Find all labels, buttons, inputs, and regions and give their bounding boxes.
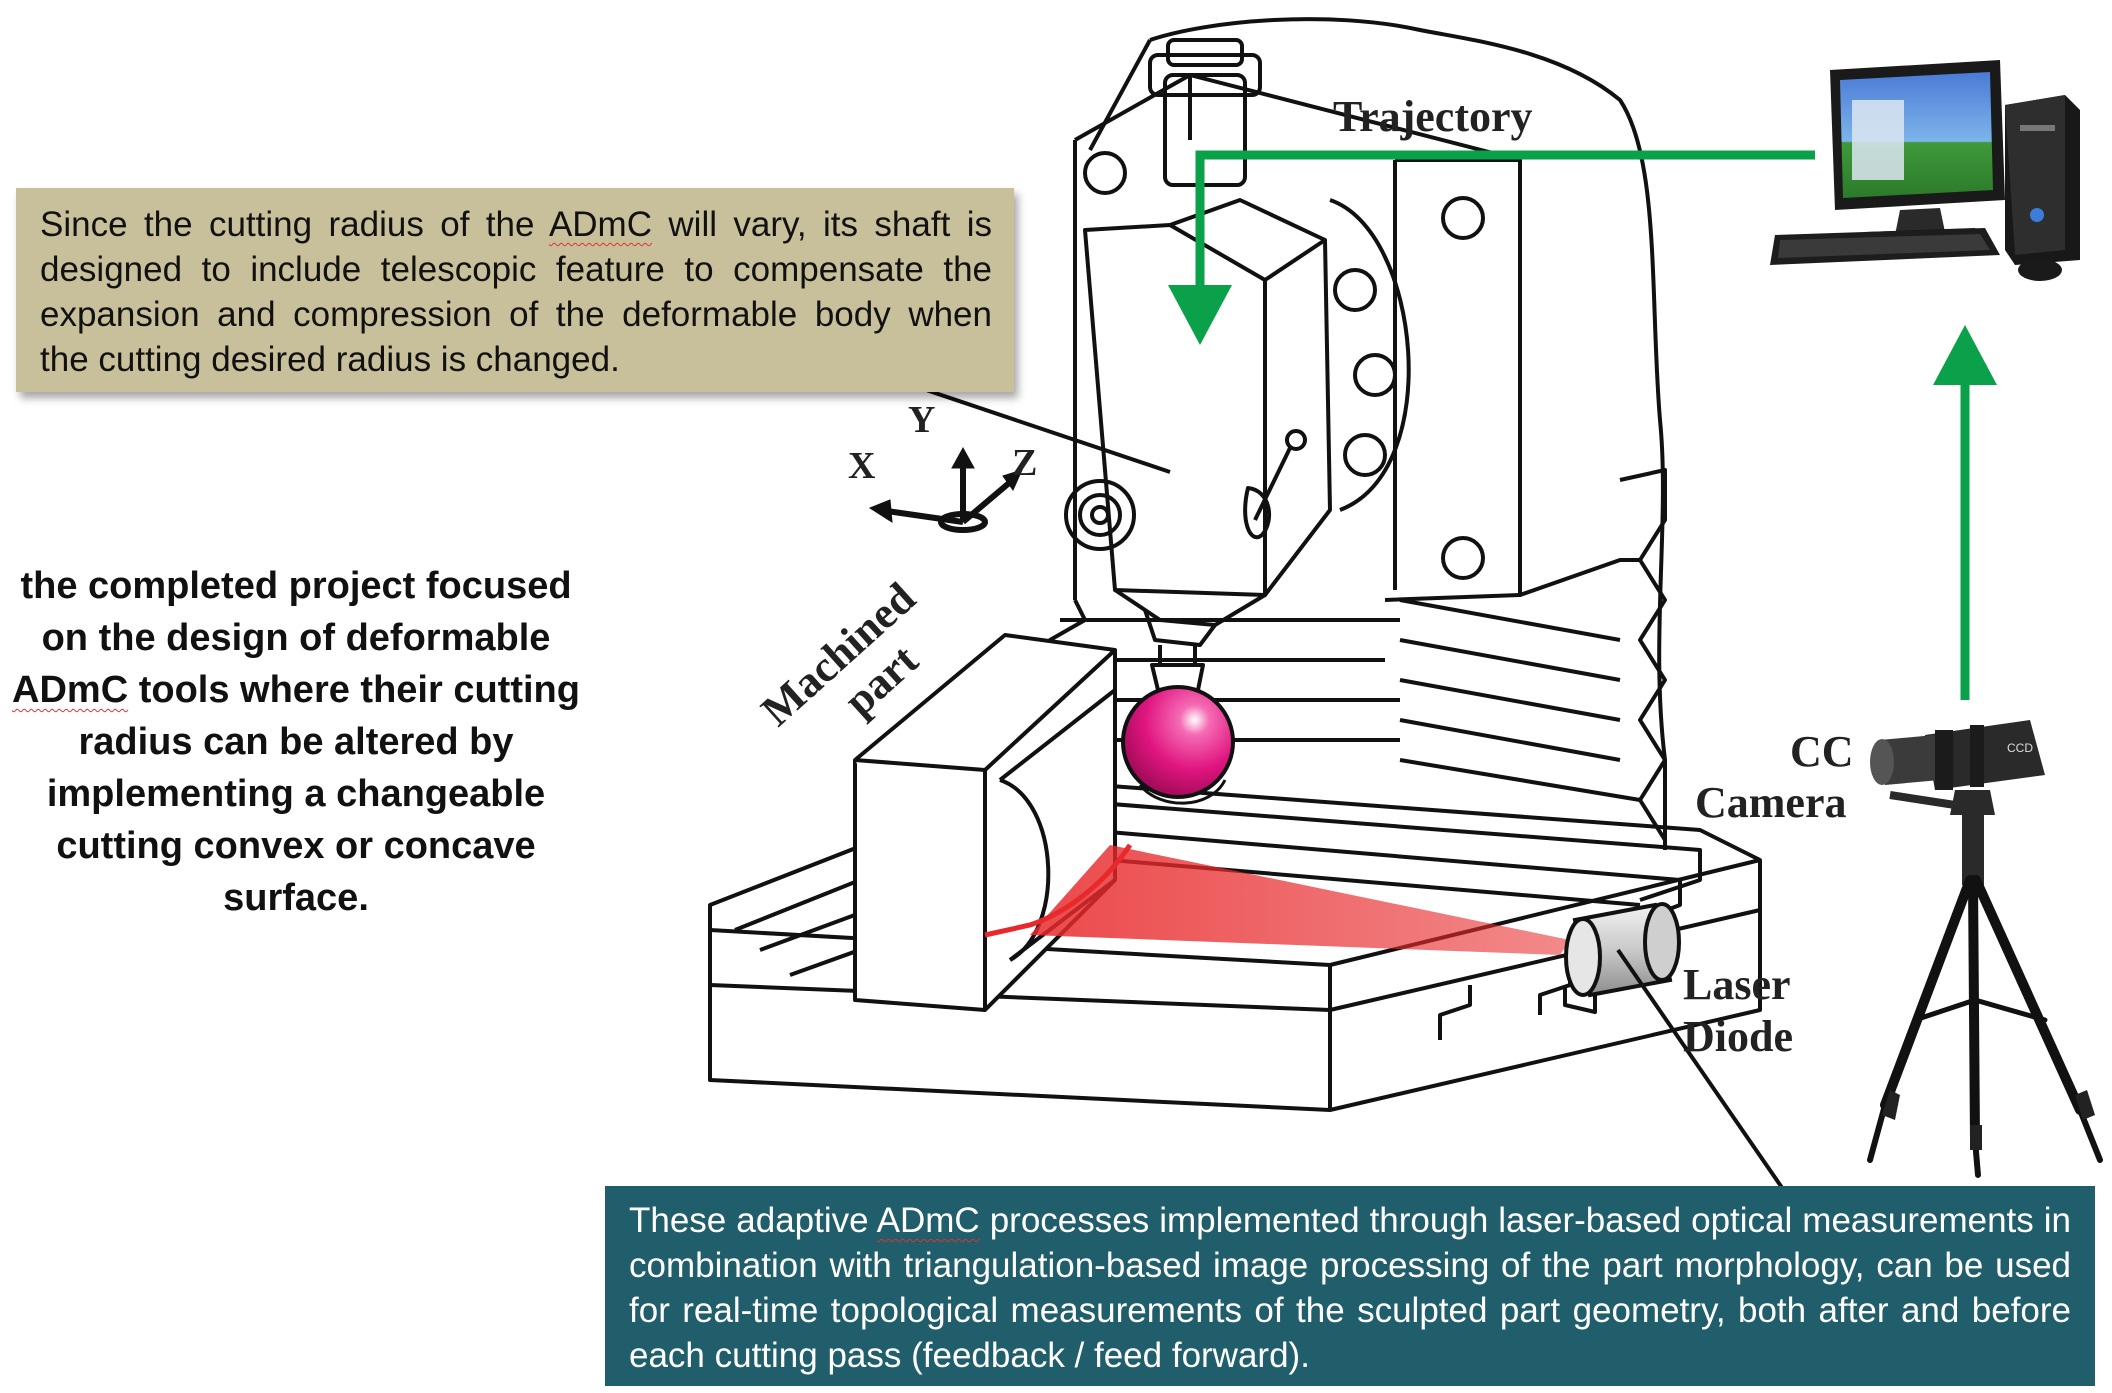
laser-beam xyxy=(1030,845,1570,955)
adaptive-process-callout: These adaptive ADmC processes implemente… xyxy=(605,1186,2095,1386)
laser-diode xyxy=(1564,902,1681,998)
project-summary-text: the completed project focused on the des… xyxy=(12,565,580,919)
cutting-ball-tool xyxy=(1121,685,1235,799)
axis-label-x: X xyxy=(848,445,875,487)
camera-brand-label: CCD xyxy=(2007,741,2033,755)
laser-diode-label-line1: Laser xyxy=(1683,960,1791,1009)
trajectory-arrow xyxy=(1168,150,1815,345)
trajectory-label: Trajectory xyxy=(1333,92,1533,141)
axis-label-y: Y xyxy=(908,399,935,441)
admc-term: ADmC xyxy=(548,205,652,244)
laser-diode-label-line2: Diode xyxy=(1683,1012,1793,1061)
admc-term: ADmC xyxy=(12,669,129,711)
cc-camera-label-line2: Camera xyxy=(1695,778,1847,827)
feedback-arrow xyxy=(1933,325,1997,700)
axis-label-z: Z xyxy=(1012,442,1037,484)
computer-illustration xyxy=(1770,60,2080,281)
laser-leader-line xyxy=(1616,948,1787,1194)
telescopic-shaft-callout: Since the cutting radius of the ADmC wil… xyxy=(16,188,1014,392)
admc-term: ADmC xyxy=(876,1201,980,1240)
tripod-camera-illustration xyxy=(1867,720,2103,1178)
laser-scan-line xyxy=(984,843,1133,938)
axes-symbol xyxy=(868,446,1023,533)
cc-camera-label-line1: CC xyxy=(1790,727,1854,776)
